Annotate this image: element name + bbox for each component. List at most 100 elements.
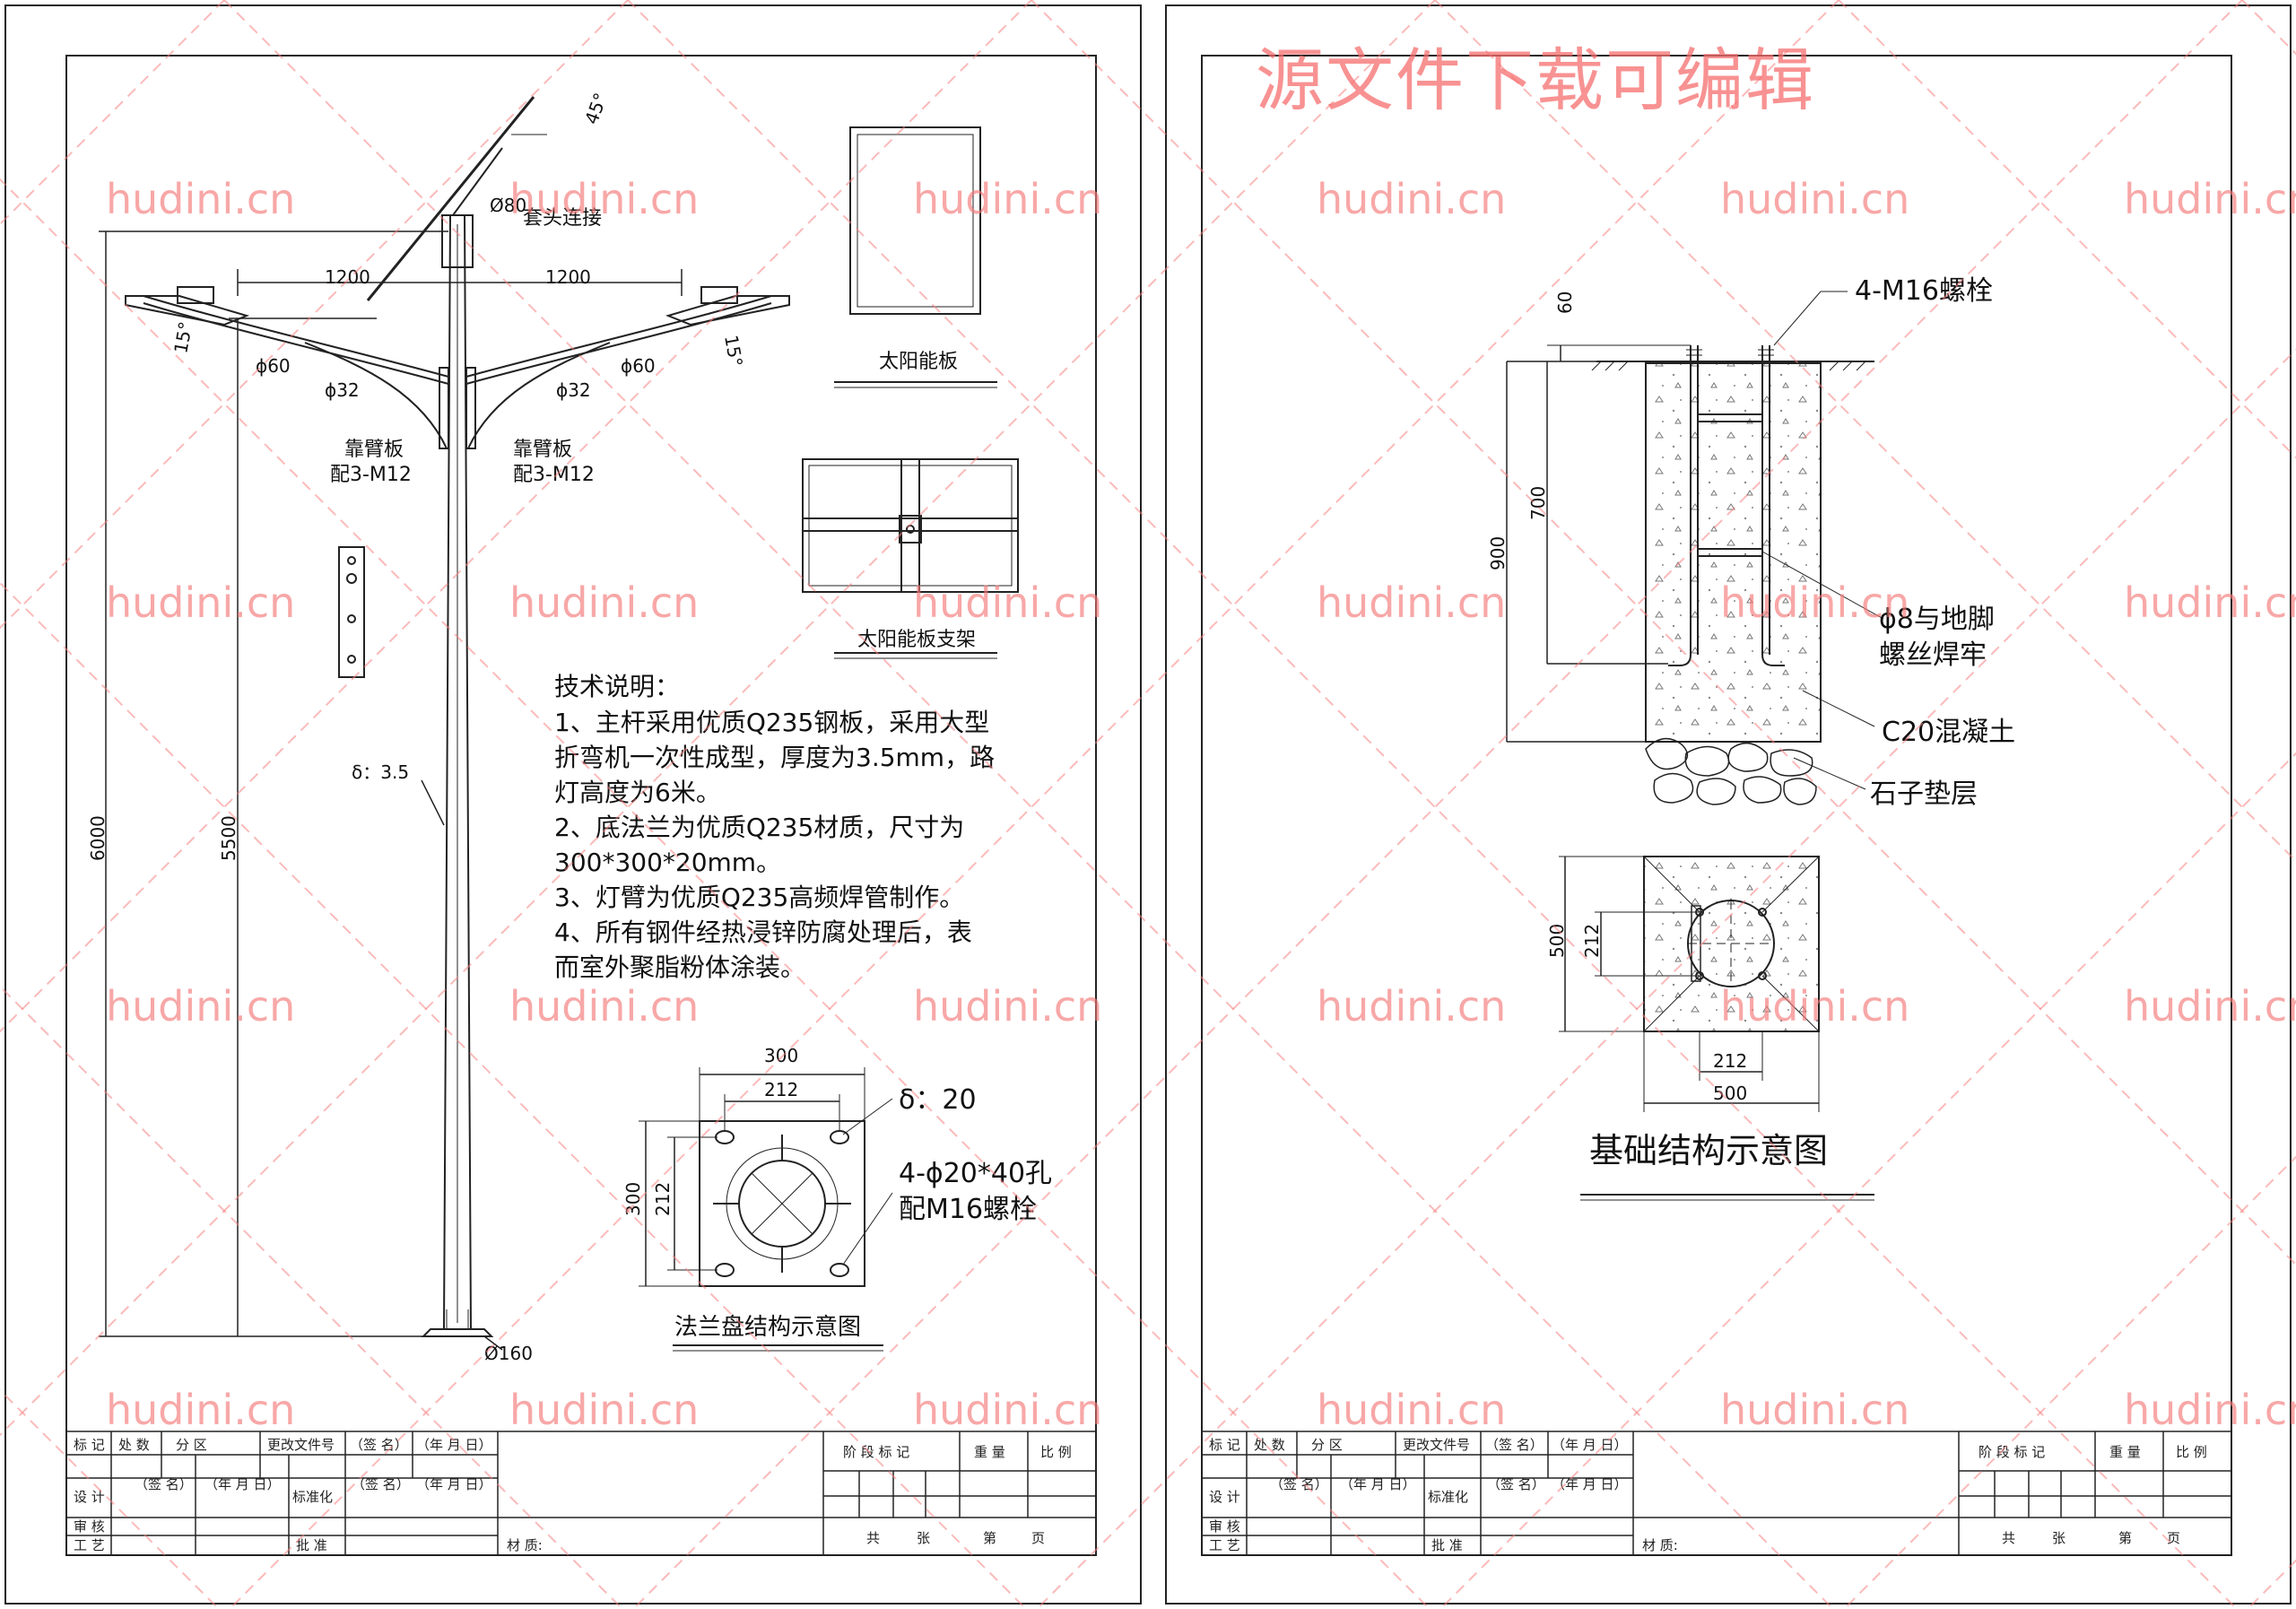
notes-line-4: 2、底法兰为优质Q235材质，尺寸为 <box>554 813 964 842</box>
lamp-height-label: 5500 <box>218 815 239 861</box>
watermark-line <box>223 0 1834 1609</box>
bolt-label: 4-M16螺栓 <box>1855 275 1993 307</box>
right-plate-bolts: 配3-M12 <box>513 464 595 486</box>
tb2-sheets: 张 <box>2052 1530 2066 1546</box>
title-block-2-text: 标 记 处 数 分 区 更改文件号 （签 名） （年 月 日） 设 计 （签 名… <box>1209 1437 2207 1553</box>
notes-line-5: 300*300*20mm。 <box>554 848 781 877</box>
right-brace-diameter: ϕ32 <box>556 379 591 401</box>
flange-thickness: δ：20 <box>899 1084 977 1116</box>
tb1-standard-sign: （签 名） <box>352 1476 410 1492</box>
tb1-date: （年 月 日） <box>416 1437 492 1453</box>
gravel-label: 石子垫层 <box>1870 778 1978 810</box>
tb1-weight: 重 量 <box>974 1444 1005 1460</box>
flange-width: 300 <box>764 1045 798 1066</box>
sheet-1: 6000 5500 1200 1200 Ø80 套头连接 45° 15° 15°… <box>4 4 1142 1605</box>
title-block-2 <box>1201 1431 2232 1556</box>
watermark-line <box>2247 1559 2296 1609</box>
plan-spacing-h: 212 <box>1713 1050 1747 1072</box>
plan-width: 500 <box>1713 1083 1747 1104</box>
tb1-page-no: 第 <box>983 1530 996 1546</box>
tb1-design: 设 计 <box>74 1489 105 1505</box>
right-plate-label: 靠臂板 <box>513 439 572 461</box>
title-block-1-text: 标 记 处 数 分 区 更改文件号 （签 名） （年 月 日） 设 计 （签 名… <box>74 1437 1072 1553</box>
watermark-line <box>2241 0 2296 56</box>
tb1-mark: 标 记 <box>74 1437 105 1453</box>
sheet-1-outer-border <box>4 4 1142 1605</box>
wall-thickness-label: δ：3.5 <box>352 761 409 783</box>
watermark-line <box>0 0 1436 1437</box>
tb1-process: 工 艺 <box>74 1537 105 1553</box>
flange-title: 法兰盘结构示意图 <box>674 1314 861 1341</box>
rebar-line-2: 螺丝焊牢 <box>1879 639 1987 671</box>
rebar-line-1: ϕ8与地脚 <box>1879 604 1995 635</box>
gravel-layer <box>1645 737 1817 805</box>
tb2-zone: 分 区 <box>1311 1437 1343 1453</box>
right-arm <box>465 295 772 378</box>
watermark-line <box>0 581 1027 1609</box>
tb1-design-sign: （签 名） <box>135 1476 193 1492</box>
watermark-line <box>1036 348 2296 1609</box>
tb1-design-date: （年 月 日） <box>204 1476 281 1492</box>
notes-line-2: 折弯机一次性成型，厚度为3.5mm，路 <box>554 743 995 772</box>
pole-top-socket <box>441 214 474 268</box>
watermark-line <box>1838 0 2296 459</box>
top-protrusion: 60 <box>1554 291 1576 314</box>
tb2-scale: 比 例 <box>2176 1444 2207 1460</box>
watermark-line <box>627 0 2238 1609</box>
tb1-count: 处 数 <box>118 1437 150 1453</box>
solar-bracket-drawing <box>802 458 1019 659</box>
tb2-approve: 批 准 <box>1431 1537 1463 1553</box>
top-diameter-label: Ø80 <box>490 195 526 216</box>
sheet-2-outer-border <box>1165 4 2292 1605</box>
solar-panel-title: 太阳能板 <box>879 351 958 373</box>
tb2-stage: 阶 段 标 记 <box>1979 1444 2045 1460</box>
tb2-design-date: （年 月 日） <box>1340 1476 1416 1492</box>
notes-line-3: 灯高度为6米。 <box>554 778 721 807</box>
left-tilt-label: 15° <box>170 320 196 355</box>
watermark-line <box>0 0 225 226</box>
tb2-standard-sign: （签 名） <box>1487 1476 1545 1492</box>
right-arm-plate <box>465 367 476 449</box>
watermark-line <box>0 0 629 630</box>
tb1-standard: 标准化 <box>292 1489 333 1505</box>
right-lamp-head <box>665 295 790 326</box>
tb2-page-no: 第 <box>2118 1530 2132 1546</box>
left-lamp-head <box>125 295 250 326</box>
solar-bracket-title: 太阳能板支架 <box>857 629 976 651</box>
tb1-zone: 分 区 <box>176 1437 207 1453</box>
notes-heading: 技术说明： <box>554 672 680 701</box>
watermark-line <box>632 0 2243 1609</box>
right-arm-diameter: ϕ60 <box>621 355 656 377</box>
tb1-total: 共 <box>866 1530 880 1546</box>
watermark-line <box>1031 0 2296 1266</box>
tb1-page: 页 <box>1031 1530 1045 1546</box>
flange-drawing <box>639 1067 893 1352</box>
anchor-bolts <box>1668 345 1785 666</box>
tb2-mark: 标 记 <box>1209 1437 1240 1453</box>
flange-holes-line-2: 配M16螺栓 <box>899 1194 1037 1225</box>
right-tilt-label: 15° <box>720 334 747 369</box>
tb1-standard-date: （年 月 日） <box>416 1476 492 1492</box>
tb2-design-sign: （签 名） <box>1270 1476 1328 1492</box>
tb2-standard-date: （年 月 日） <box>1552 1476 1628 1492</box>
left-plate-bolts: 配3-M12 <box>330 464 412 486</box>
watermark-line <box>229 0 1839 1609</box>
socket-note: 套头连接 <box>523 207 602 230</box>
arm-plate-detail <box>338 546 365 678</box>
left-brace-diameter: ϕ32 <box>325 379 360 401</box>
notes-line-1: 1、主杆采用优质Q235钢板，采用大型 <box>554 708 989 737</box>
pole-dimensions <box>99 230 683 1351</box>
left-arm-length: 1200 <box>325 266 370 288</box>
tb1-sheets: 张 <box>917 1530 930 1546</box>
title-block-1 <box>65 1431 1097 1556</box>
foundation-plan <box>1559 856 1874 1201</box>
watermark-line <box>0 0 1032 1033</box>
tb1-change-doc: 更改文件号 <box>267 1437 335 1453</box>
tb2-weight: 重 量 <box>2109 1444 2141 1460</box>
foundation-section <box>1506 291 1884 805</box>
tb2-count: 处 数 <box>1254 1437 1285 1453</box>
watermark-line <box>0 178 1431 1609</box>
plan-spacing-v: 212 <box>1581 924 1603 958</box>
tb2-review: 审 核 <box>1209 1518 1240 1535</box>
